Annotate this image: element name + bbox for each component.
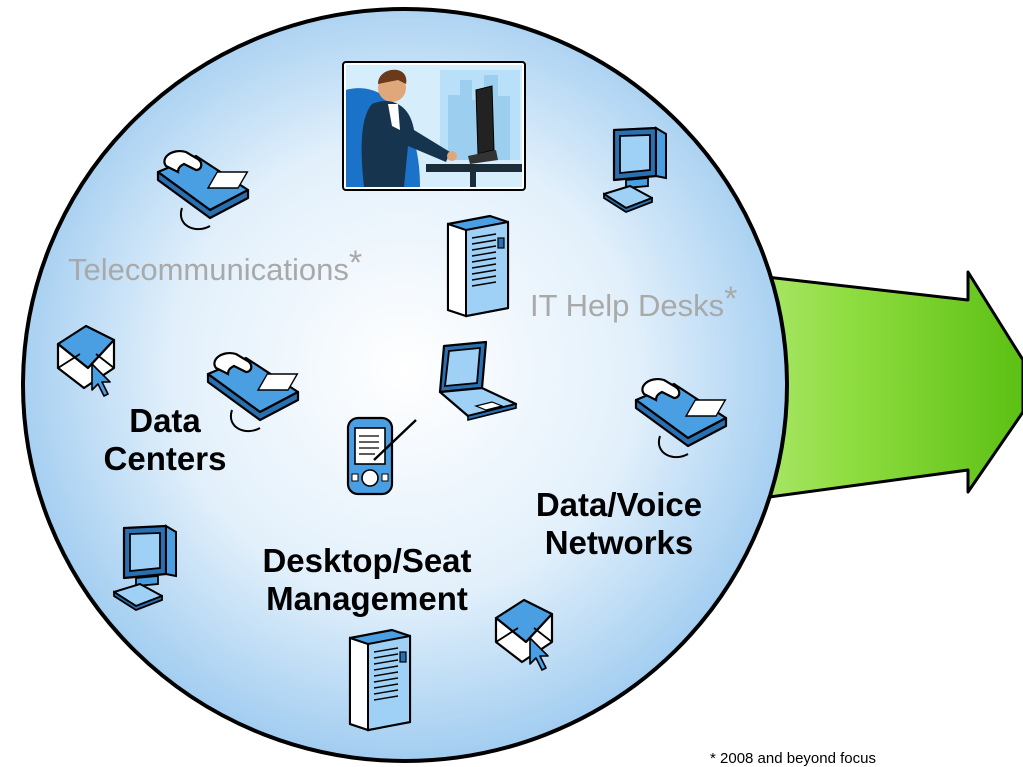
asterisk-mark: * [348, 244, 363, 282]
asterisk-mark: * [724, 280, 738, 318]
footnote: * 2008 and beyond focus [710, 750, 876, 767]
label-data-voice-networks: Data/Voice Networks [535, 486, 703, 561]
label-data-centers: Data Centers [103, 402, 227, 477]
person-at-computer-icon [342, 61, 526, 191]
label-desktop-seat-management: Desktop/Seat Management [262, 542, 472, 617]
label-telecommunications: Telecommunications* [68, 244, 363, 287]
server-tower-icon [348, 628, 412, 732]
server-tower-icon [446, 214, 510, 318]
label-it-help-desks: IT Help Desks* [530, 280, 738, 323]
